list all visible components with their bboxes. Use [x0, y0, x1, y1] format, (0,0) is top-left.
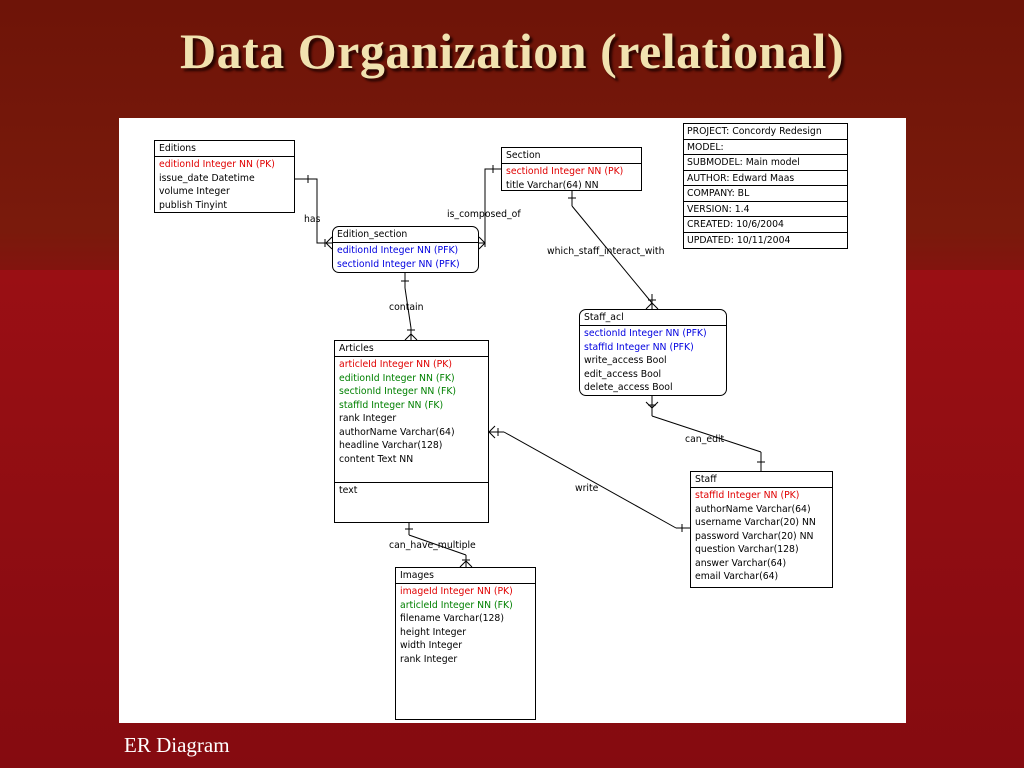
- entity-staff-acl: Staff_acl sectionId Integer NN (PFK) sta…: [579, 309, 727, 396]
- entity-name: Articles: [335, 341, 488, 357]
- rel-label-contain: contain: [389, 302, 424, 313]
- field: imageId Integer NN (PK): [400, 586, 513, 597]
- field: text: [339, 485, 358, 496]
- rel-label-is-composed-of: is_composed_of: [447, 209, 521, 220]
- er-diagram-canvas: PROJECT: Concordy Redesign MODEL: SUBMOD…: [119, 118, 906, 723]
- info-author: AUTHOR: Edward Maas: [684, 171, 847, 186]
- entity-edition-section: Edition_section editionId Integer NN (PF…: [332, 226, 479, 273]
- rel-label-can-have-multiple: can_have_multiple: [389, 540, 476, 551]
- rel-label-which-staff-interact-with: which_staff_interact_with: [547, 246, 665, 257]
- entity-name: Editions: [155, 141, 294, 157]
- info-company: COMPANY: BL: [684, 186, 847, 202]
- field: editionId Integer NN (PK): [159, 159, 275, 170]
- slide-title: Data Organization (relational): [180, 23, 844, 79]
- field: authorName Varchar(64): [339, 426, 455, 438]
- rel-label-can-edit: can_edit: [685, 434, 725, 445]
- field: issue_date Datetime: [159, 172, 255, 184]
- entity-articles: Articles articleId Integer NN (PK) editi…: [334, 340, 489, 523]
- info-project: PROJECT: Concordy Redesign: [684, 124, 847, 140]
- field: publish Tinyint: [159, 199, 228, 211]
- rel-line-is-composed-of: [479, 168, 501, 244]
- info-version: VERSION: 1.4: [684, 202, 847, 217]
- field: articleId Integer NN (PK): [339, 359, 452, 370]
- field: editionId Integer NN (PFK): [337, 245, 459, 256]
- field: staffId Integer NN (PFK): [584, 341, 694, 353]
- field: height Integer: [400, 626, 467, 638]
- field: staffId Integer NN (FK): [339, 399, 444, 411]
- field: headline Varchar(128): [339, 440, 443, 451]
- field: edit_access Bool: [584, 368, 662, 380]
- info-created: CREATED: 10/6/2004: [684, 217, 847, 233]
- entity-staff: Staff staffId Integer NN (PK) authorName…: [690, 471, 833, 588]
- field: rank Integer: [400, 653, 458, 665]
- info-model: MODEL:: [684, 140, 847, 155]
- field: delete_access Bool: [584, 382, 673, 393]
- rel-label-has: has: [304, 214, 321, 225]
- project-info-box: PROJECT: Concordy Redesign MODEL: SUBMOD…: [683, 123, 848, 249]
- info-submodel: SUBMODEL: Main model: [684, 155, 847, 171]
- field: volume Integer: [159, 186, 230, 197]
- entity-images: Images imageId Integer NN (PK) articleId…: [395, 567, 536, 720]
- field: editionId Integer NN (FK): [339, 372, 455, 384]
- entity-name: Section: [502, 148, 641, 164]
- rel-line-has: [295, 178, 332, 244]
- field: staffId Integer NN (PK): [695, 490, 800, 501]
- entity-name: Images: [396, 568, 535, 584]
- field: authorName Varchar(64): [695, 503, 811, 515]
- field: width Integer: [400, 640, 463, 651]
- field: articleId Integer NN (FK): [400, 599, 513, 611]
- field: sectionId Integer NN (PFK): [584, 328, 707, 339]
- entity-name: Staff: [691, 472, 832, 488]
- entity-editions: Editions editionId Integer NN (PK) issue…: [154, 140, 295, 213]
- field: sectionId Integer NN (FK): [339, 386, 457, 397]
- info-updated: UPDATED: 10/11/2004: [687, 234, 791, 246]
- entity-name: Staff_acl: [580, 310, 726, 326]
- field: rank Integer: [339, 413, 397, 424]
- relationship-lines: [295, 165, 765, 568]
- field: sectionId Integer NN (PK): [506, 166, 624, 177]
- slide-caption: ER Diagram: [124, 733, 230, 757]
- field: write_access Bool: [584, 355, 667, 366]
- field: content Text NN: [339, 453, 414, 465]
- field: answer Varchar(64): [695, 557, 787, 569]
- field: question Varchar(128): [695, 544, 799, 555]
- field: title Varchar(64) NN: [506, 179, 599, 191]
- entity-section: Section sectionId Integer NN (PK) title …: [501, 147, 642, 191]
- field: filename Varchar(128): [400, 613, 504, 624]
- entity-name: Edition_section: [333, 227, 478, 243]
- field: sectionId Integer NN (PFK): [337, 258, 460, 270]
- field: email Varchar(64): [695, 571, 779, 582]
- field: username Varchar(20) NN: [695, 517, 816, 528]
- rel-label-write: write: [575, 483, 599, 494]
- field: password Varchar(20) NN: [695, 530, 814, 542]
